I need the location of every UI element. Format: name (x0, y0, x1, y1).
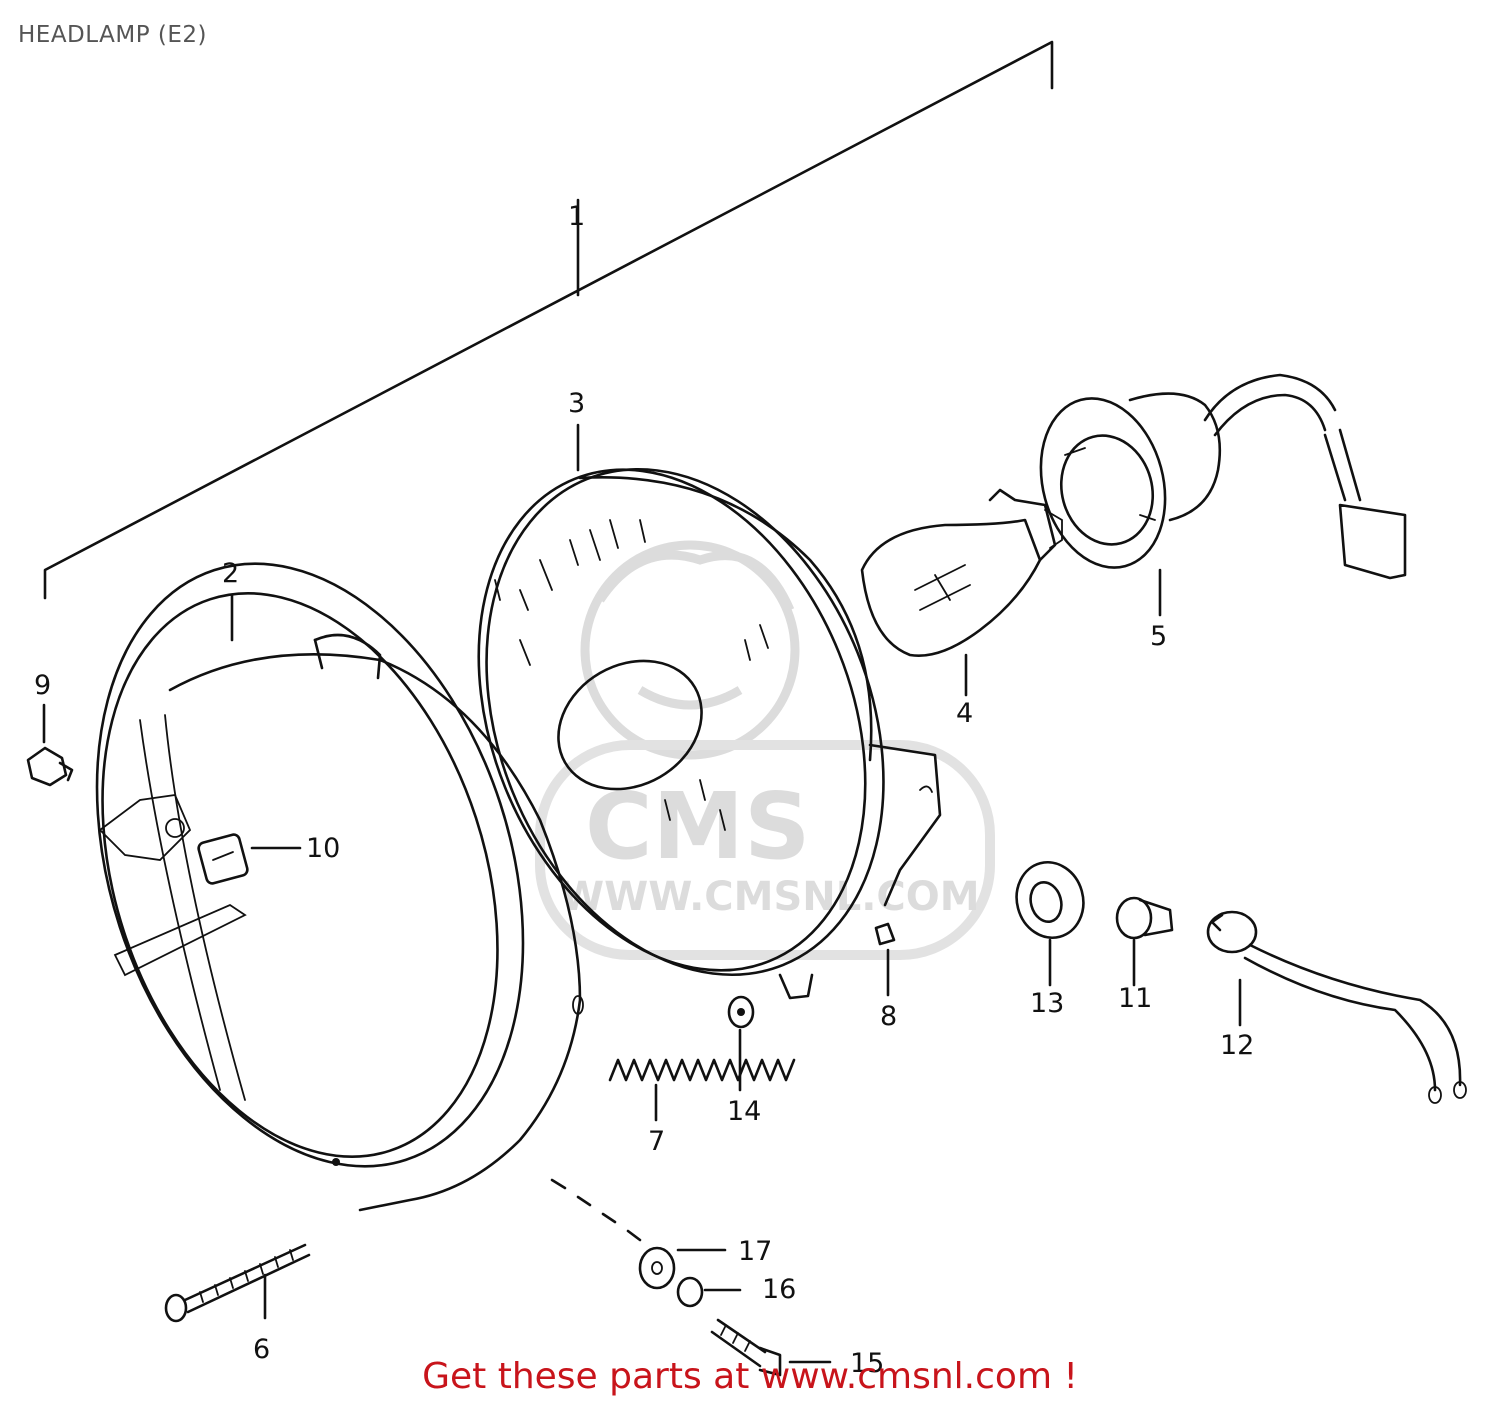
callout-3: 3 (568, 388, 585, 419)
callout-15: 15 (850, 1348, 884, 1379)
bulb-socket-part (1039, 373, 1407, 580)
position-lamp-bulb-part (1115, 896, 1174, 940)
callout-1: 1 (568, 201, 585, 232)
assembly-bracket (43, 40, 1054, 600)
footer-link[interactable]: Get these parts at www.cmsnl.com ! (422, 1356, 1078, 1397)
callout-numbers: 1 2 3 4 5 6 7 8 9 10 11 12 13 14 15 16 1… (34, 201, 1254, 1379)
mounting-screw-part (26, 746, 74, 787)
lock-washer-part-16 (676, 1276, 704, 1308)
headlamp-bulb-part (860, 488, 1063, 657)
callout-17: 17 (738, 1236, 772, 1267)
lens-reflector-unit (477, 467, 942, 1000)
position-lamp-socket-part (1206, 910, 1467, 1104)
callout-11: 11 (1118, 983, 1152, 1014)
callout-5: 5 (1150, 621, 1167, 652)
callout-9: 9 (34, 670, 51, 701)
adjusting-spring-part (608, 1058, 796, 1082)
long-screw-part (164, 1243, 311, 1323)
callout-16: 16 (762, 1274, 796, 1305)
callout-12: 12 (1220, 1030, 1254, 1061)
watermark-logo: CMS (585, 773, 810, 880)
bolt-part-15 (710, 1318, 782, 1377)
washer-part-17 (638, 1246, 676, 1290)
callout-6: 6 (253, 1334, 270, 1365)
callout-8: 8 (880, 1001, 897, 1032)
page-title: HEADLAMP (E2) (18, 22, 207, 48)
callout-2: 2 (222, 558, 239, 589)
leader-lines (42, 423, 1242, 1364)
callout-10: 10 (306, 833, 340, 864)
callout-4: 4 (956, 698, 973, 729)
headlamp-housing (95, 562, 584, 1212)
grommet-part (1015, 861, 1085, 939)
watermark-text: WWW.CMSNL.COM (560, 874, 980, 920)
callout-13: 13 (1030, 988, 1064, 1019)
callout-7: 7 (648, 1126, 665, 1157)
nut-part (874, 922, 896, 946)
washer-part-14 (727, 995, 755, 1029)
callout-14: 14 (727, 1096, 761, 1127)
cms-watermark-logo: CMS WWW.CMSNL.COM (535, 540, 995, 960)
clip-part (197, 833, 249, 885)
